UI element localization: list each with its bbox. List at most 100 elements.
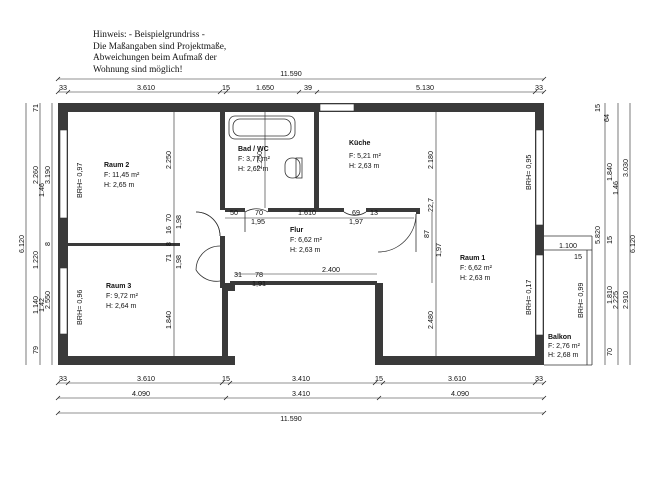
- room-name: Balkon: [548, 334, 571, 341]
- dim-inner: 2.250: [255, 151, 264, 169]
- dims-left: 6.120 71 3.190 8 1.220 79 2.260 1.46 1.1…: [17, 104, 52, 354]
- room-raum3: Raum 3 F: 9,72 m² H: 2,64 m: [106, 283, 139, 310]
- brh-kueche: BRH= 0,95: [524, 155, 533, 190]
- dim-right: 5.820: [593, 226, 602, 244]
- dim-right: 15: [593, 104, 602, 112]
- room-area: F: 6,62 m²: [460, 265, 493, 272]
- dim-inner: 2.250: [164, 151, 173, 169]
- dim-right: 2.910: [621, 291, 630, 309]
- dim-inner: 15: [574, 252, 582, 261]
- dim-bottom: 15: [222, 374, 230, 383]
- room-name: Raum 2: [104, 162, 129, 169]
- dim-left: 2.550: [43, 291, 52, 309]
- room-area: F: 9,72 m²: [106, 293, 139, 300]
- room-height: H: 2,68 m: [548, 352, 579, 359]
- dim-right: 1.46: [611, 181, 620, 195]
- dim-inner: 2.180: [426, 151, 435, 169]
- dim-inner: 22,7: [426, 198, 435, 212]
- dim-top: 15: [222, 83, 230, 92]
- dim-bottom-total: 11.590: [280, 414, 301, 423]
- dim-bottom: 3.410: [292, 374, 310, 383]
- dim-left: 1.140: [31, 296, 40, 314]
- dim-top: 5.130: [416, 83, 434, 92]
- dim-bottom: 3.610: [137, 374, 155, 383]
- dim-left: 2.260: [31, 166, 40, 184]
- dim-inner: 2.480: [426, 311, 435, 329]
- room-kueche: Küche F: 5,21 m² H: 2,63 m: [349, 140, 382, 170]
- brh-balkon: BRH= 0,99: [576, 283, 585, 318]
- dim-inner: 1.610: [298, 208, 316, 217]
- dimension-ticks: [55, 76, 547, 416]
- dim-top: 33: [59, 83, 67, 92]
- brh-raum3: BRH= 0,96: [75, 290, 84, 325]
- dim-inner: 1,98: [174, 215, 183, 229]
- brh-labels: BRH= 0,97 BRH= 0,96 BRH= 0,95 BRH= 0,17 …: [75, 155, 585, 325]
- dims-right: 6.120 1.840 1.46 3.030 64 15 1.810 2.225…: [593, 104, 637, 356]
- dim-inner: 1,97: [349, 217, 363, 226]
- dim-bottom: 33: [59, 374, 67, 383]
- room-raum2: Raum 2 F: 11,45 m² H: 2,65 m: [104, 162, 140, 189]
- dimension-lines: [25, 78, 631, 414]
- room-name: Raum 3: [106, 283, 131, 290]
- exterior-walls: [58, 103, 544, 365]
- dim-bottom: 33: [535, 374, 543, 383]
- room-height: H: 2,63 m: [290, 247, 321, 254]
- dim-top: 1.650: [256, 83, 274, 92]
- dim-inner: 87: [422, 230, 431, 238]
- room-area: F: 6,62 m²: [290, 237, 323, 244]
- dim-inner: 1.840: [164, 311, 173, 329]
- room-raum1: Raum 1 F: 6,62 m² H: 2,63 m: [460, 255, 493, 282]
- room-area: F: 5,21 m²: [349, 153, 382, 160]
- brh-raum1: BRH= 0,17: [524, 280, 533, 315]
- dim-left: 3.190: [43, 166, 52, 184]
- room-name: Bad / WC: [238, 146, 269, 153]
- dim-inner: 78: [255, 270, 263, 279]
- dim-right: 2.225: [611, 291, 620, 309]
- disclaimer-note: Hinweis: - Beispielgrundriss - Die Maßan…: [93, 30, 293, 76]
- room-height: H: 2,63 m: [349, 163, 380, 170]
- dim-top-total: 11.590: [280, 69, 301, 78]
- room-height: H: 2,64 m: [106, 303, 137, 310]
- dim-left: 71: [31, 104, 40, 112]
- dim-inner: 13: [370, 208, 378, 217]
- balcony: [544, 235, 593, 366]
- room-height: H: 2,63 m: [460, 275, 491, 282]
- note-line: Hinweis: - Beispielgrundriss -: [93, 30, 205, 40]
- dim-bottom2: 3.410: [292, 389, 310, 398]
- dim-inner: 69: [352, 208, 360, 217]
- dims-top: 11.590 33 3.610 15 1.650 39 5.130 33: [59, 69, 543, 92]
- note-line: Wohnung sind möglich!: [93, 64, 183, 75]
- dims-inner: 2.250 2.250 2.180 2.480 1.840 2.400 1,97…: [164, 151, 582, 329]
- dim-inner: 50: [230, 208, 238, 217]
- dim-inner: 1,97: [434, 243, 443, 257]
- note-line: Die Maßangaben sind Projektmaße,: [93, 41, 227, 52]
- room-area: F: 3,77 m²: [238, 156, 271, 163]
- interior-walls: [68, 112, 420, 288]
- dim-inner: 70: [255, 208, 263, 217]
- room-bad: Bad / WC F: 3,77 m² H: 2,62 m: [238, 146, 271, 173]
- dim-inner: 1.100: [559, 241, 577, 250]
- dim-top: 3.610: [137, 83, 155, 92]
- dim-right: 70: [605, 348, 614, 356]
- dim-right: 1.840: [605, 163, 614, 181]
- windows: [59, 103, 544, 336]
- room-name: Flur: [290, 227, 303, 234]
- dim-inner: 16: [164, 226, 173, 234]
- dim-left: 79: [31, 346, 40, 354]
- dim-right: 1.810: [605, 286, 614, 304]
- dim-left: 1.42: [37, 298, 46, 312]
- room-balkon: Balkon F: 2,76 m² H: 2,68 m: [548, 334, 581, 359]
- brh-raum2: BRH= 0,97: [75, 163, 84, 198]
- dim-left-outer: 6.120: [17, 235, 26, 253]
- dim-right-outer: 6.120: [628, 235, 637, 253]
- dim-bottom: 3.610: [448, 374, 466, 383]
- dims-bottom: 33 3.610 15 3.410 15 3.610 33 4.090 3.41…: [59, 374, 543, 423]
- dim-bottom: 15: [375, 374, 383, 383]
- dim-top: 39: [304, 83, 312, 92]
- dim-inner: 1,98: [174, 255, 183, 269]
- dim-inner: 70: [164, 214, 173, 222]
- dim-bottom2: 4.090: [451, 389, 469, 398]
- room-flur: Flur F: 6,62 m² H: 2,63 m: [290, 227, 323, 254]
- note-line: Abweichungen beim Aufmaß der: [93, 53, 217, 63]
